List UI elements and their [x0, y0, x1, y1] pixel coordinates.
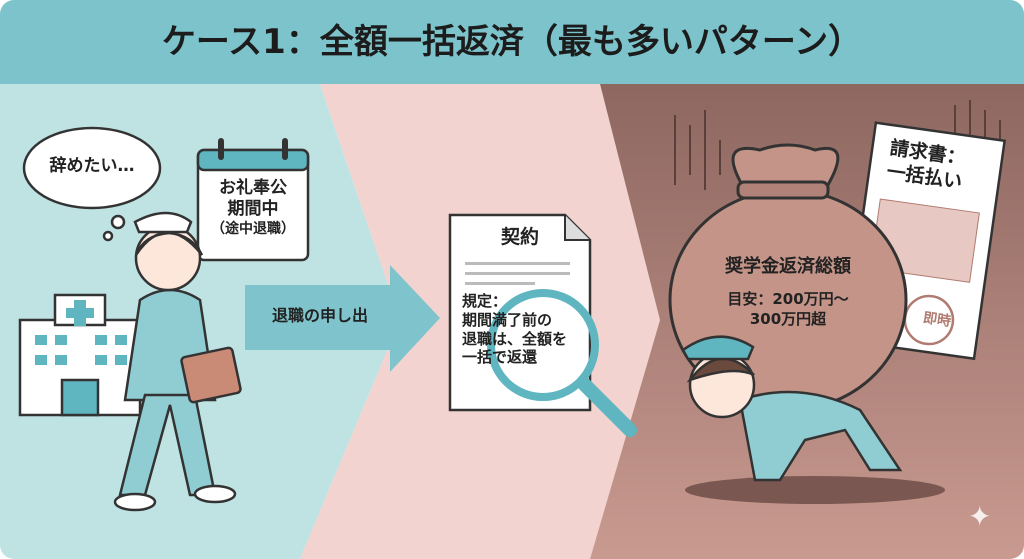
magnifier-icon	[487, 289, 637, 437]
rule-line: 期間満了前の	[462, 310, 553, 329]
contract-rule: 規定： 期間満了前の 退職は、全額を 一括で返還	[462, 292, 602, 367]
calendar-line: （途中退職）	[211, 220, 295, 237]
calendar-line: 期間中	[227, 199, 279, 220]
contract-title: 契約	[500, 226, 539, 248]
calendar-text: お礼奉公 期間中 （途中退職）	[198, 178, 308, 238]
rule-line: 退職は、全額を	[462, 329, 568, 348]
arrow-icon	[245, 265, 440, 372]
page-title: ケース1：全額一括返済（最も多いパターン）	[161, 22, 863, 62]
thought-bubble	[22, 126, 162, 242]
rule-line: 一括で返還	[462, 348, 538, 367]
arrow-label: 退職の申し出	[271, 306, 368, 325]
contract-document-icon	[448, 213, 592, 412]
thought-bubble-text: 辞めたい…	[49, 156, 135, 176]
calendar-line: お礼奉公	[219, 178, 287, 198]
bag-amount-line: 目安：200万円〜	[727, 290, 849, 308]
title-bar	[0, 0, 1024, 84]
rule-line: 規定：	[462, 292, 508, 310]
nurse-walking-illustration	[113, 211, 242, 512]
bag-title: 奨学金返済総額	[725, 256, 851, 277]
nurse-crawling-illustration	[681, 335, 945, 504]
calendar-icon	[196, 138, 310, 262]
sparkle-icon: ✦	[968, 500, 992, 533]
bag-amount-line: 300万円超	[749, 310, 827, 328]
